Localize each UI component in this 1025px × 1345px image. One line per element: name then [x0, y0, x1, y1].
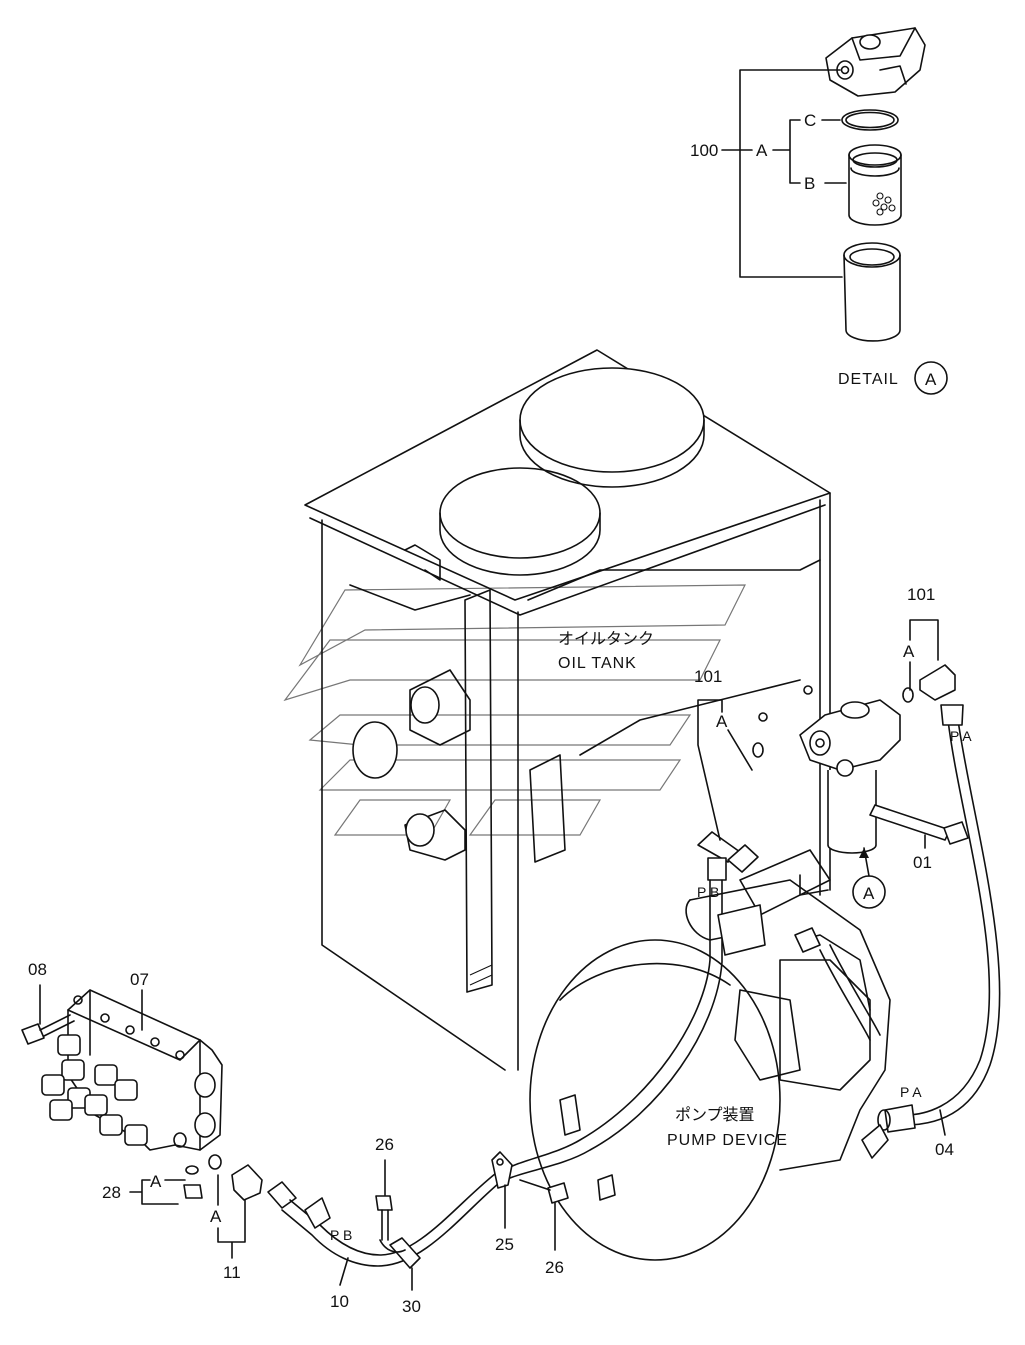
hose-pa [877, 704, 1001, 1133]
hose-pb-lower [267, 1151, 569, 1269]
callout-28-a: A [150, 1172, 162, 1191]
callout-07: 07 [130, 970, 149, 989]
tank-label-jp: オイルタンク [558, 629, 654, 648]
pump-device [529, 879, 891, 1261]
pump-label-jp: ポンプ装置 [675, 1105, 755, 1124]
callout-30: 30 [402, 1297, 421, 1316]
callout-100-b: B [804, 174, 815, 193]
callout-25: 25 [495, 1235, 514, 1254]
port-pa-top: P A [950, 728, 972, 744]
callout-04: 04 [935, 1140, 954, 1159]
callout-100: 100 [690, 141, 718, 160]
hose-pb-upper [504, 857, 727, 1179]
o-ring [841, 109, 899, 131]
pump-label-en: PUMP DEVICE [667, 1132, 788, 1149]
line-filter-assembly [697, 664, 969, 909]
filter-head [825, 27, 926, 97]
callout-26-lower: 26 [545, 1258, 564, 1277]
callout-101-upper-a: A [903, 642, 915, 661]
filter-bowl [843, 242, 901, 342]
detail-marker-circle [914, 361, 948, 395]
callout-26-upper: 26 [375, 1135, 394, 1154]
oil-tank [304, 349, 831, 1071]
port-pb-bottom: P B [330, 1227, 352, 1243]
detail-marker: A [925, 370, 937, 389]
port-pa-bottom: P A [900, 1084, 922, 1100]
callout-11: 11 [223, 1263, 241, 1282]
callout-101-upper: 101 [907, 585, 935, 604]
callout-11-a: A [210, 1207, 222, 1226]
callout-100-c: C [804, 111, 816, 130]
control-valve [21, 989, 263, 1201]
watermark-logo [283, 584, 746, 836]
callout-101-lower-a: A [716, 712, 728, 731]
callout-10: 10 [330, 1292, 349, 1311]
callout-01: 01 [913, 853, 932, 872]
detail-a-group: 100 A C B DETAIL A [690, 27, 948, 395]
tank-label-en: OIL TANK [558, 655, 637, 672]
callout-100-a: A [756, 141, 768, 160]
detail-title: DETAIL [838, 371, 899, 388]
callout-08: 08 [28, 960, 47, 979]
filter-element [848, 144, 902, 226]
callout-28: 28 [102, 1183, 121, 1202]
detail-ref-marker: A [863, 884, 875, 903]
callout-101-lower: 101 [694, 667, 722, 686]
